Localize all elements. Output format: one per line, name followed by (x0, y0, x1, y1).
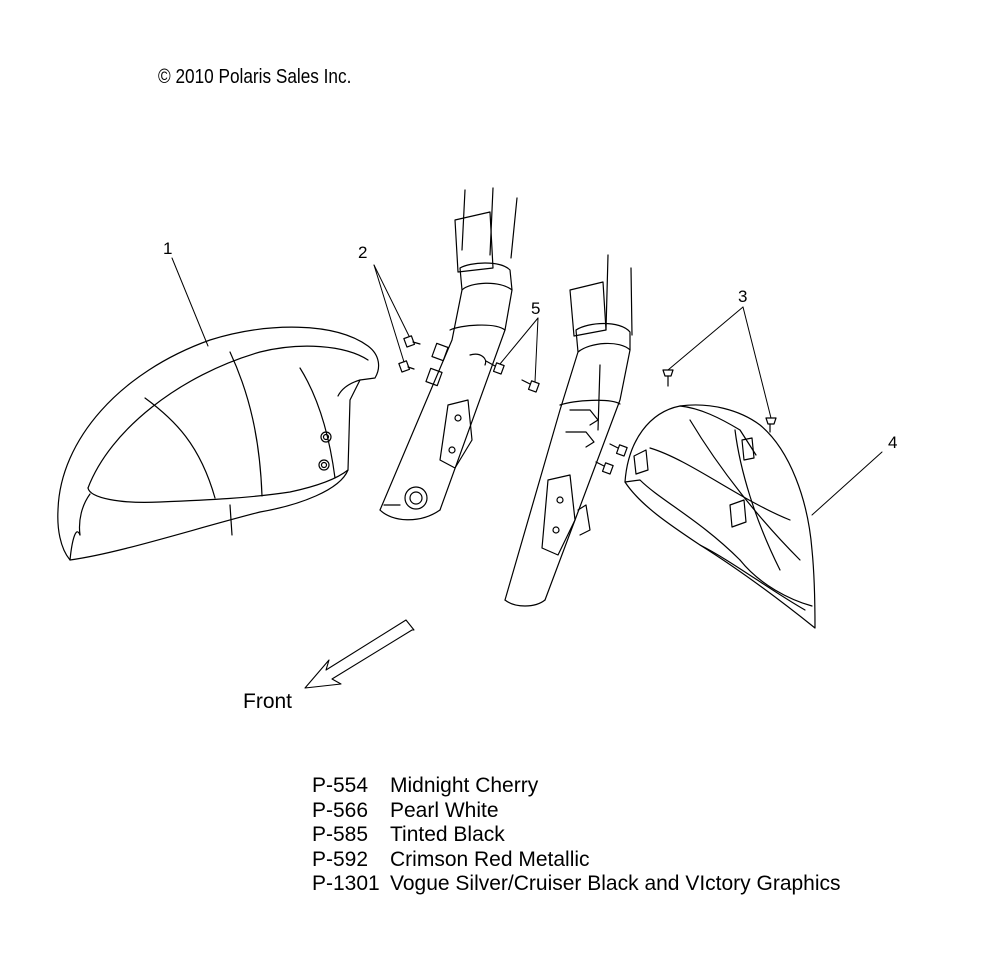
paint-name: Tinted Black (390, 823, 505, 846)
legend-row: P-554 Midnight Cherry (312, 774, 841, 799)
callout-5: 5 (531, 299, 540, 318)
paint-code: P-1301 (312, 872, 380, 895)
front-direction-arrow (304, 619, 415, 689)
paint-code: P-554 (312, 774, 369, 797)
paint-name: Vogue Silver/Cruiser Black and VIctory G… (390, 872, 841, 895)
paint-name: Midnight Cherry (390, 774, 539, 797)
copyright-text: © 2010 Polaris Sales Inc. (158, 66, 352, 88)
leader-lines (171, 257, 883, 516)
paint-name: Crimson Red Metallic (390, 847, 590, 871)
front-fender-part (57, 326, 380, 561)
bolt-2b (398, 360, 415, 373)
paint-code: P-592 (312, 847, 369, 871)
legend-row: P-1301 Vogue Silver/Cruiser Black and VIc… (312, 872, 841, 897)
callout-1: 1 (163, 239, 172, 258)
bolt-5c (609, 443, 628, 457)
left-fork-tube (379, 187, 518, 521)
legend-row: P-592 Crimson Red Metallic (312, 848, 841, 873)
bolt-2a (403, 335, 421, 348)
paint-code: P-566 (312, 798, 369, 822)
rear-fender-part (624, 404, 816, 629)
bolt-5d (595, 461, 614, 475)
legend-row: P-585 Tinted Black (312, 823, 841, 848)
bolt-5b (521, 379, 540, 393)
paint-code: P-585 (312, 823, 369, 846)
legend-row: P-566 Pearl White (312, 799, 841, 824)
callout-3: 3 (738, 287, 747, 306)
clip-3b (765, 417, 777, 433)
right-fork-tube (504, 254, 633, 607)
paint-name: Pearl White (390, 798, 499, 822)
callout-2: 2 (358, 243, 367, 262)
front-label: Front (243, 690, 292, 713)
callout-4: 4 (888, 433, 897, 452)
paint-code-legend: P-554 Midnight Cherry P-566 Pearl White P-… (312, 774, 841, 897)
clip-3a (662, 369, 674, 387)
bolt-fasteners (398, 335, 777, 475)
